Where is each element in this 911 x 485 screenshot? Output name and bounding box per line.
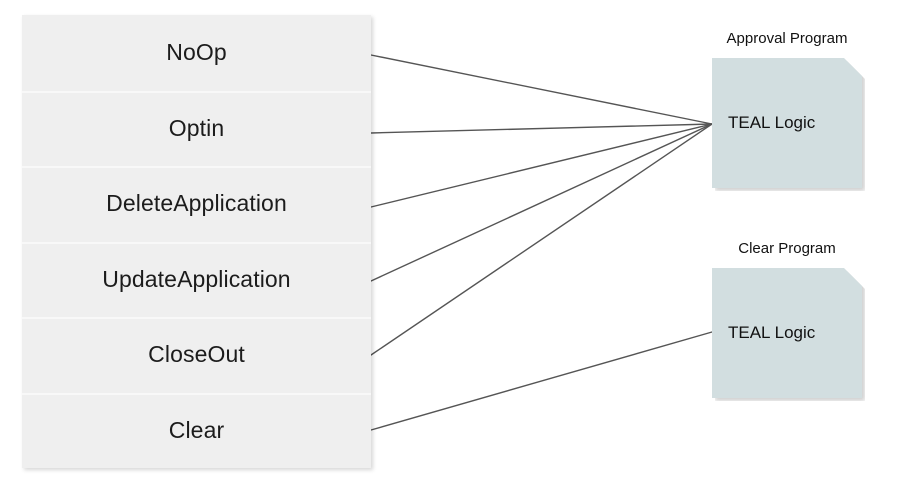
list-item-label: DeleteApplication xyxy=(106,190,287,217)
list-item-label: NoOp xyxy=(166,39,227,66)
clear-program-title: Clear Program xyxy=(738,240,836,257)
clear-program-box[interactable]: TEAL Logic xyxy=(712,268,862,398)
approval-program-title: Approval Program xyxy=(726,30,848,47)
connector-clear-to-clear xyxy=(370,331,713,431)
connector-optin-to-approval xyxy=(370,123,713,134)
list-item-noop[interactable]: NoOp xyxy=(22,15,371,91)
connector-noop-to-approval xyxy=(370,54,713,125)
list-item-label: UpdateApplication xyxy=(102,265,291,292)
list-item-clear[interactable]: Clear xyxy=(22,392,371,468)
approval-program-box[interactable]: TEAL Logic xyxy=(712,58,862,188)
list-item-updateapplication[interactable]: UpdateApplication xyxy=(22,241,371,317)
list-item-label: Clear xyxy=(168,416,225,443)
clear-program-box-shape xyxy=(712,268,862,398)
approval-program-box-shape xyxy=(712,58,862,188)
connector-closeout-to-approval xyxy=(370,123,713,356)
clear-program-box-label: TEAL Logic xyxy=(728,323,816,342)
list-item-closeout[interactable]: CloseOut xyxy=(22,317,371,393)
list-item-deleteapplication[interactable]: DeleteApplication xyxy=(22,166,371,242)
oncomplete-action-list: NoOp Optin DeleteApplication UpdateAppli… xyxy=(22,15,371,468)
list-item-label: CloseOut xyxy=(148,341,245,368)
connector-deleteapplication-to-approval xyxy=(370,123,713,208)
list-item-label: Optin xyxy=(168,114,225,141)
list-item-optin[interactable]: Optin xyxy=(22,90,371,166)
approval-program-box-label: TEAL Logic xyxy=(728,113,816,132)
connector-updateapplication-to-approval xyxy=(370,123,713,282)
